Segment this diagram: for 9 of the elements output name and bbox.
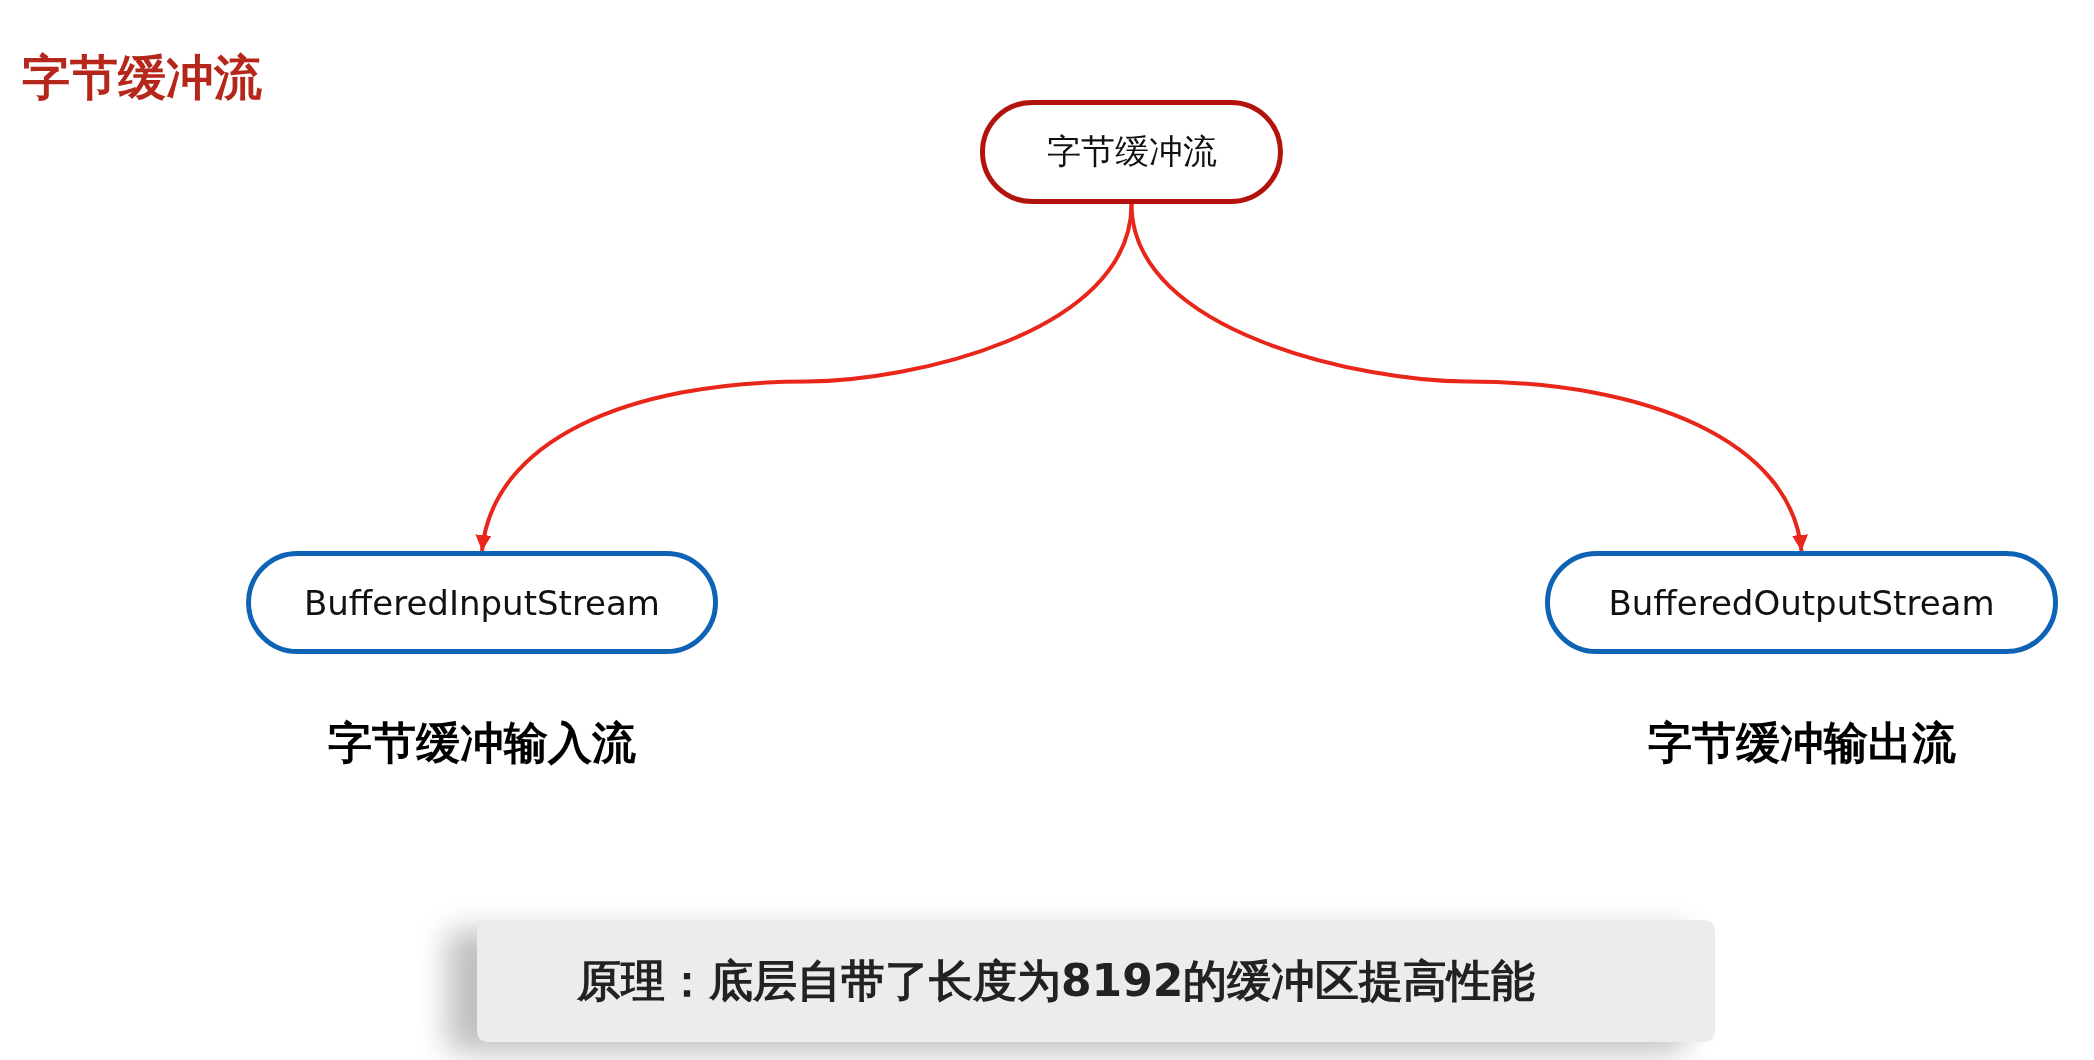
arrow — [477, 203, 1134, 552]
title: 字节缓冲流 — [22, 48, 262, 107]
rounded-node: BufferedInputStream — [246, 551, 718, 654]
note-text: 原理：底层自带了长度为8192的缓冲区提高性能 — [577, 953, 1536, 1008]
node-caption: 字节缓冲输入流 — [327, 716, 637, 770]
arrow — [1129, 203, 1807, 552]
rounded-node: BufferedOutputStream — [1545, 551, 2058, 654]
rounded-node: 字节缓冲流 — [980, 100, 1283, 204]
node-caption: 字节缓冲输出流 — [1646, 716, 1957, 770]
